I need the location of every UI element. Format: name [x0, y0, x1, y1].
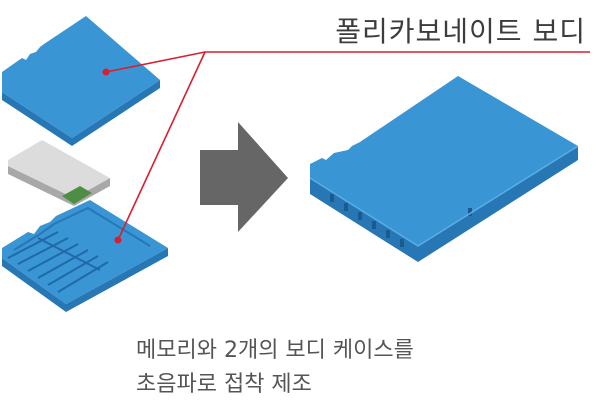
- bottom-case-inner-rim: [13, 206, 151, 251]
- bottom-case-rib: [27, 243, 79, 272]
- bottom-case-rib: [7, 231, 59, 259]
- polycarbonate-body-label: 폴리카보네이트 보디: [335, 15, 586, 48]
- assembled-card-edge-highlight: [309, 145, 579, 247]
- bottom-case-rib: [47, 255, 99, 286]
- contact-slot: [330, 194, 334, 202]
- bottom-case-side: [2, 248, 168, 312]
- caption-line-2: 초음파로 접착 제조: [136, 372, 312, 397]
- contact-slot: [386, 230, 390, 238]
- contact-slot: [372, 221, 376, 229]
- bottom-case-rib: [37, 237, 101, 271]
- assembled-card-contact-slots: [330, 194, 472, 247]
- contact-slot: [344, 203, 348, 211]
- leader-line-top: [105, 51, 590, 73]
- assembled-card-side: [310, 146, 578, 262]
- leader-lines: [105, 51, 590, 241]
- bottom-case-rib: [57, 261, 109, 293]
- process-arrow: [200, 122, 288, 232]
- bottom-case-rib: [17, 237, 69, 265]
- caption-line-1: 메모리와 2개의 보디 케이스를: [136, 338, 414, 363]
- top-case-face: [2, 16, 160, 138]
- bottom-case-rib: [37, 249, 89, 279]
- bottom-body-case: [2, 200, 168, 312]
- top-case-side: [2, 80, 160, 146]
- pcb-contacts: [62, 186, 92, 204]
- contact-slot: [358, 212, 362, 220]
- contact-slot: [400, 239, 404, 247]
- assembled-card-face: [310, 76, 578, 246]
- leader-line-bottom: [117, 51, 206, 241]
- process-caption: 메모리와 2개의 보디 케이스를 초음파로 접착 제조: [136, 334, 414, 402]
- assembled-sd-card: [309, 76, 579, 262]
- contact-slot: [468, 208, 472, 216]
- memory-pcb: [8, 140, 110, 206]
- pcb-face: [8, 140, 110, 198]
- top-body-case: [2, 16, 160, 146]
